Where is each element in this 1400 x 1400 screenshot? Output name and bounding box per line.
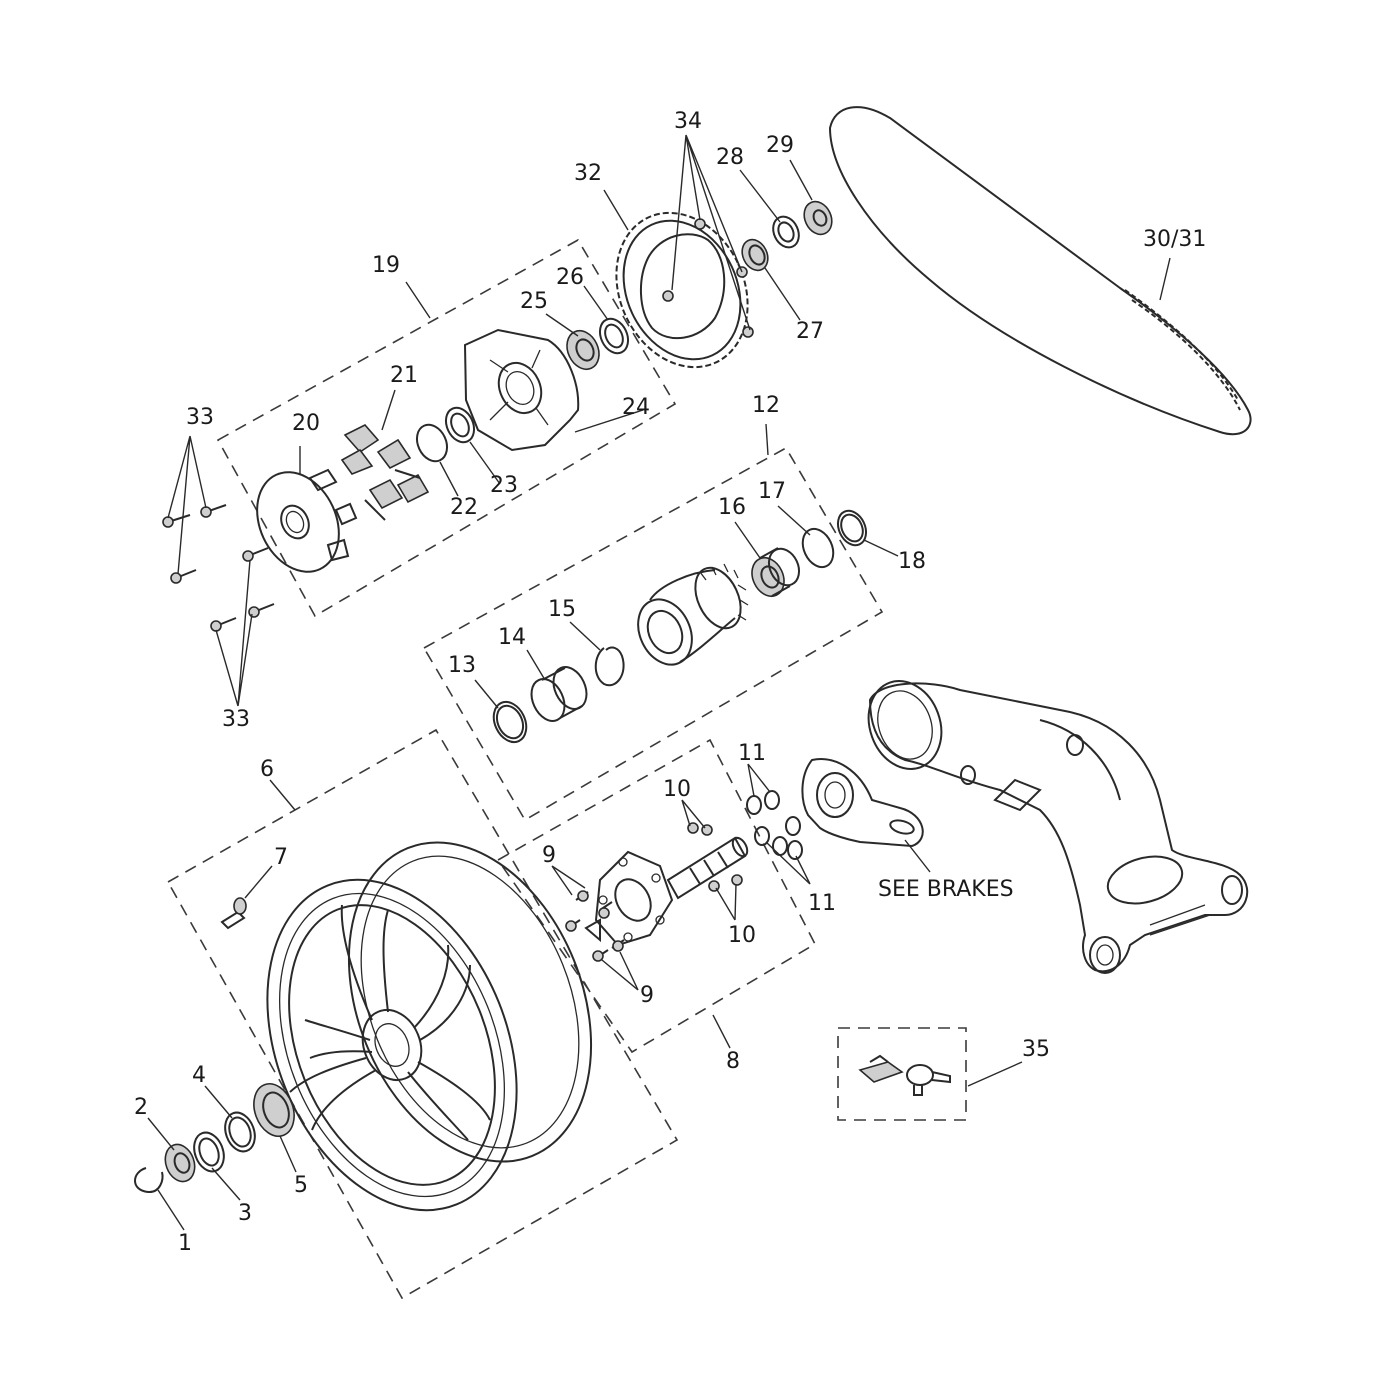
studs-9 [565, 890, 625, 962]
studs-10 [687, 822, 743, 892]
label-1: 1 [178, 1231, 192, 1256]
label-4: 4 [192, 1063, 206, 1088]
label-27: 27 [796, 319, 824, 344]
group-box-6 [166, 728, 679, 1300]
label-14: 14 [498, 625, 526, 650]
circlip-13 [492, 700, 528, 744]
label-20: 20 [292, 411, 320, 436]
label-2: 2 [134, 1095, 148, 1120]
label-35: 35 [1022, 1037, 1050, 1062]
drive-chain [828, 106, 1252, 436]
label-6: 6 [260, 757, 274, 782]
label-9-upper: 9 [542, 843, 556, 868]
bearing-14 [530, 666, 588, 722]
group-box-19 [216, 238, 677, 618]
seal-5 [253, 1083, 295, 1137]
label-34: 34 [674, 109, 702, 134]
bearing-25 [566, 329, 600, 371]
rear-wheel [266, 841, 593, 1212]
washer-3 [193, 1131, 225, 1173]
label-33-upper: 33 [186, 405, 214, 430]
label-28: 28 [716, 145, 744, 170]
label-see-brakes: SEE BRAKES [878, 877, 1014, 902]
label-10-upper: 10 [663, 777, 691, 802]
group-box-12 [422, 446, 884, 822]
label-32: 32 [574, 161, 602, 186]
washer-23 [444, 406, 476, 444]
label-3: 3 [238, 1201, 252, 1226]
o-ring-17 [801, 527, 835, 569]
callout-labels: 1 2 3 4 5 6 7 8 9 9 10 10 11 11 12 13 14… [134, 109, 1206, 1256]
label-29: 29 [766, 133, 794, 158]
brake-carrier [801, 758, 924, 848]
label-33-lower: 33 [222, 707, 250, 732]
valve-7 [220, 897, 247, 930]
circlip-18 [836, 509, 868, 547]
bushes-11 [746, 790, 803, 860]
label-5: 5 [294, 1173, 308, 1198]
label-26: 26 [556, 265, 584, 290]
washer-28 [772, 215, 800, 249]
spacer-26 [598, 317, 630, 355]
label-22: 22 [450, 495, 478, 520]
leader-lines [147, 134, 1171, 1231]
label-19: 19 [372, 253, 400, 278]
cush-rubbers-21 [340, 424, 430, 521]
group-box-35 [837, 1027, 967, 1121]
bearing-16 [751, 547, 801, 598]
nut-29 [803, 200, 833, 236]
label-24: 24 [622, 395, 650, 420]
label-30-31: 30/31 [1143, 227, 1206, 252]
bolts-33 [162, 504, 275, 632]
label-18: 18 [898, 549, 926, 574]
nut-2 [164, 1143, 196, 1183]
eccentric-hub [637, 563, 749, 666]
group-box-8 [496, 738, 817, 1054]
label-17: 17 [758, 479, 786, 504]
axle-flange [584, 836, 749, 947]
spacer-4 [224, 1111, 256, 1153]
label-7: 7 [274, 845, 288, 870]
o-ring-22 [415, 423, 449, 463]
label-12: 12 [752, 393, 780, 418]
label-23: 23 [490, 473, 518, 498]
label-21: 21 [390, 363, 418, 388]
label-25: 25 [520, 289, 548, 314]
rear-sprocket-32 [615, 211, 754, 369]
circlip-1 [134, 1167, 164, 1194]
valve-35 [858, 1054, 951, 1096]
sprocket-carrier-24 [463, 328, 580, 452]
label-13: 13 [448, 653, 476, 678]
label-9-lower: 9 [640, 983, 654, 1008]
label-16: 16 [718, 495, 746, 520]
label-11-upper: 11 [738, 741, 766, 766]
label-10-lower: 10 [728, 923, 756, 948]
circlip-15 [594, 646, 625, 687]
cush-drive-flange-20 [256, 468, 358, 573]
label-11-lower: 11 [808, 891, 836, 916]
spacer-27 [741, 238, 769, 272]
swingarm [867, 680, 1249, 974]
label-15: 15 [548, 597, 576, 622]
label-8: 8 [726, 1049, 740, 1074]
